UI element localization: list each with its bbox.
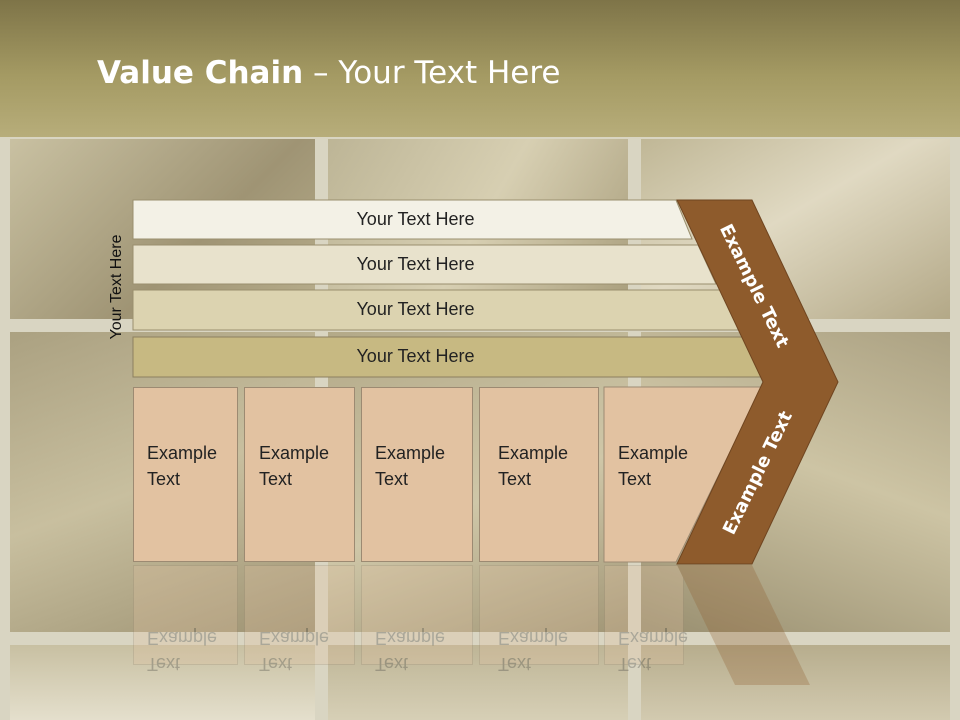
reflection-chevron	[677, 565, 810, 685]
activity-column-2	[244, 387, 355, 562]
photo-panel	[641, 645, 950, 720]
reflection-column	[604, 565, 684, 665]
bar-label: Your Text Here	[356, 254, 475, 274]
reflection-column	[244, 565, 355, 665]
activity-column-4	[479, 387, 599, 562]
bar-label: Your Text Here	[356, 209, 475, 229]
bar-1: Your Text Here	[133, 200, 698, 239]
bar-label: Your Text Here	[356, 346, 475, 366]
photo-panel	[10, 645, 315, 720]
bar-3: Your Text Here	[133, 290, 698, 329]
chevron-arrow	[676, 199, 839, 565]
slide-title: Value Chain – Your Text Here	[97, 55, 561, 91]
title-bold: Value Chain	[97, 55, 304, 91]
header-band	[0, 0, 960, 137]
activity-column-3	[361, 387, 473, 562]
bar-4: Your Text Here	[133, 337, 698, 376]
side-label: Your Text Here	[108, 234, 125, 340]
bar-label: Your Text Here	[356, 299, 475, 319]
bar-2: Your Text Here	[133, 245, 698, 284]
photo-panel	[328, 645, 628, 720]
reflection-column	[361, 565, 473, 665]
bar-shape-2	[132, 244, 717, 285]
last-column-shape	[603, 386, 763, 563]
title-separator: –	[303, 55, 339, 91]
title-rest: Your Text Here	[338, 55, 561, 91]
bar-shape-1	[132, 199, 693, 240]
activity-column-1	[133, 387, 238, 562]
reflection-column	[479, 565, 599, 665]
reflection-column	[133, 565, 238, 665]
